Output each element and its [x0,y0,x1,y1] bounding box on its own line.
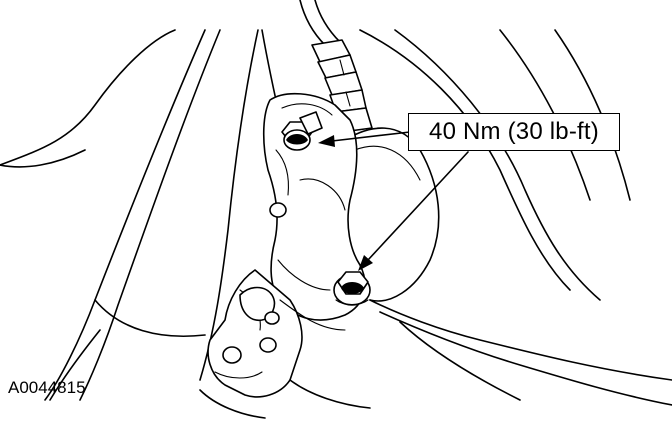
figure-id: A0044815 [8,378,86,397]
callout-leaders [318,131,469,271]
torque-spec-label: 40 Nm (30 lb-ft) [429,118,599,145]
manifold-flange [262,92,366,321]
upper-flange-bolt [281,111,323,151]
engine-casting [199,269,371,419]
torque-callout-box: 40 Nm (30 lb-ft) [408,113,620,151]
lower-flange-bolt [333,271,371,306]
body-panel-lines [0,29,286,401]
exhaust-pipe [344,29,672,406]
